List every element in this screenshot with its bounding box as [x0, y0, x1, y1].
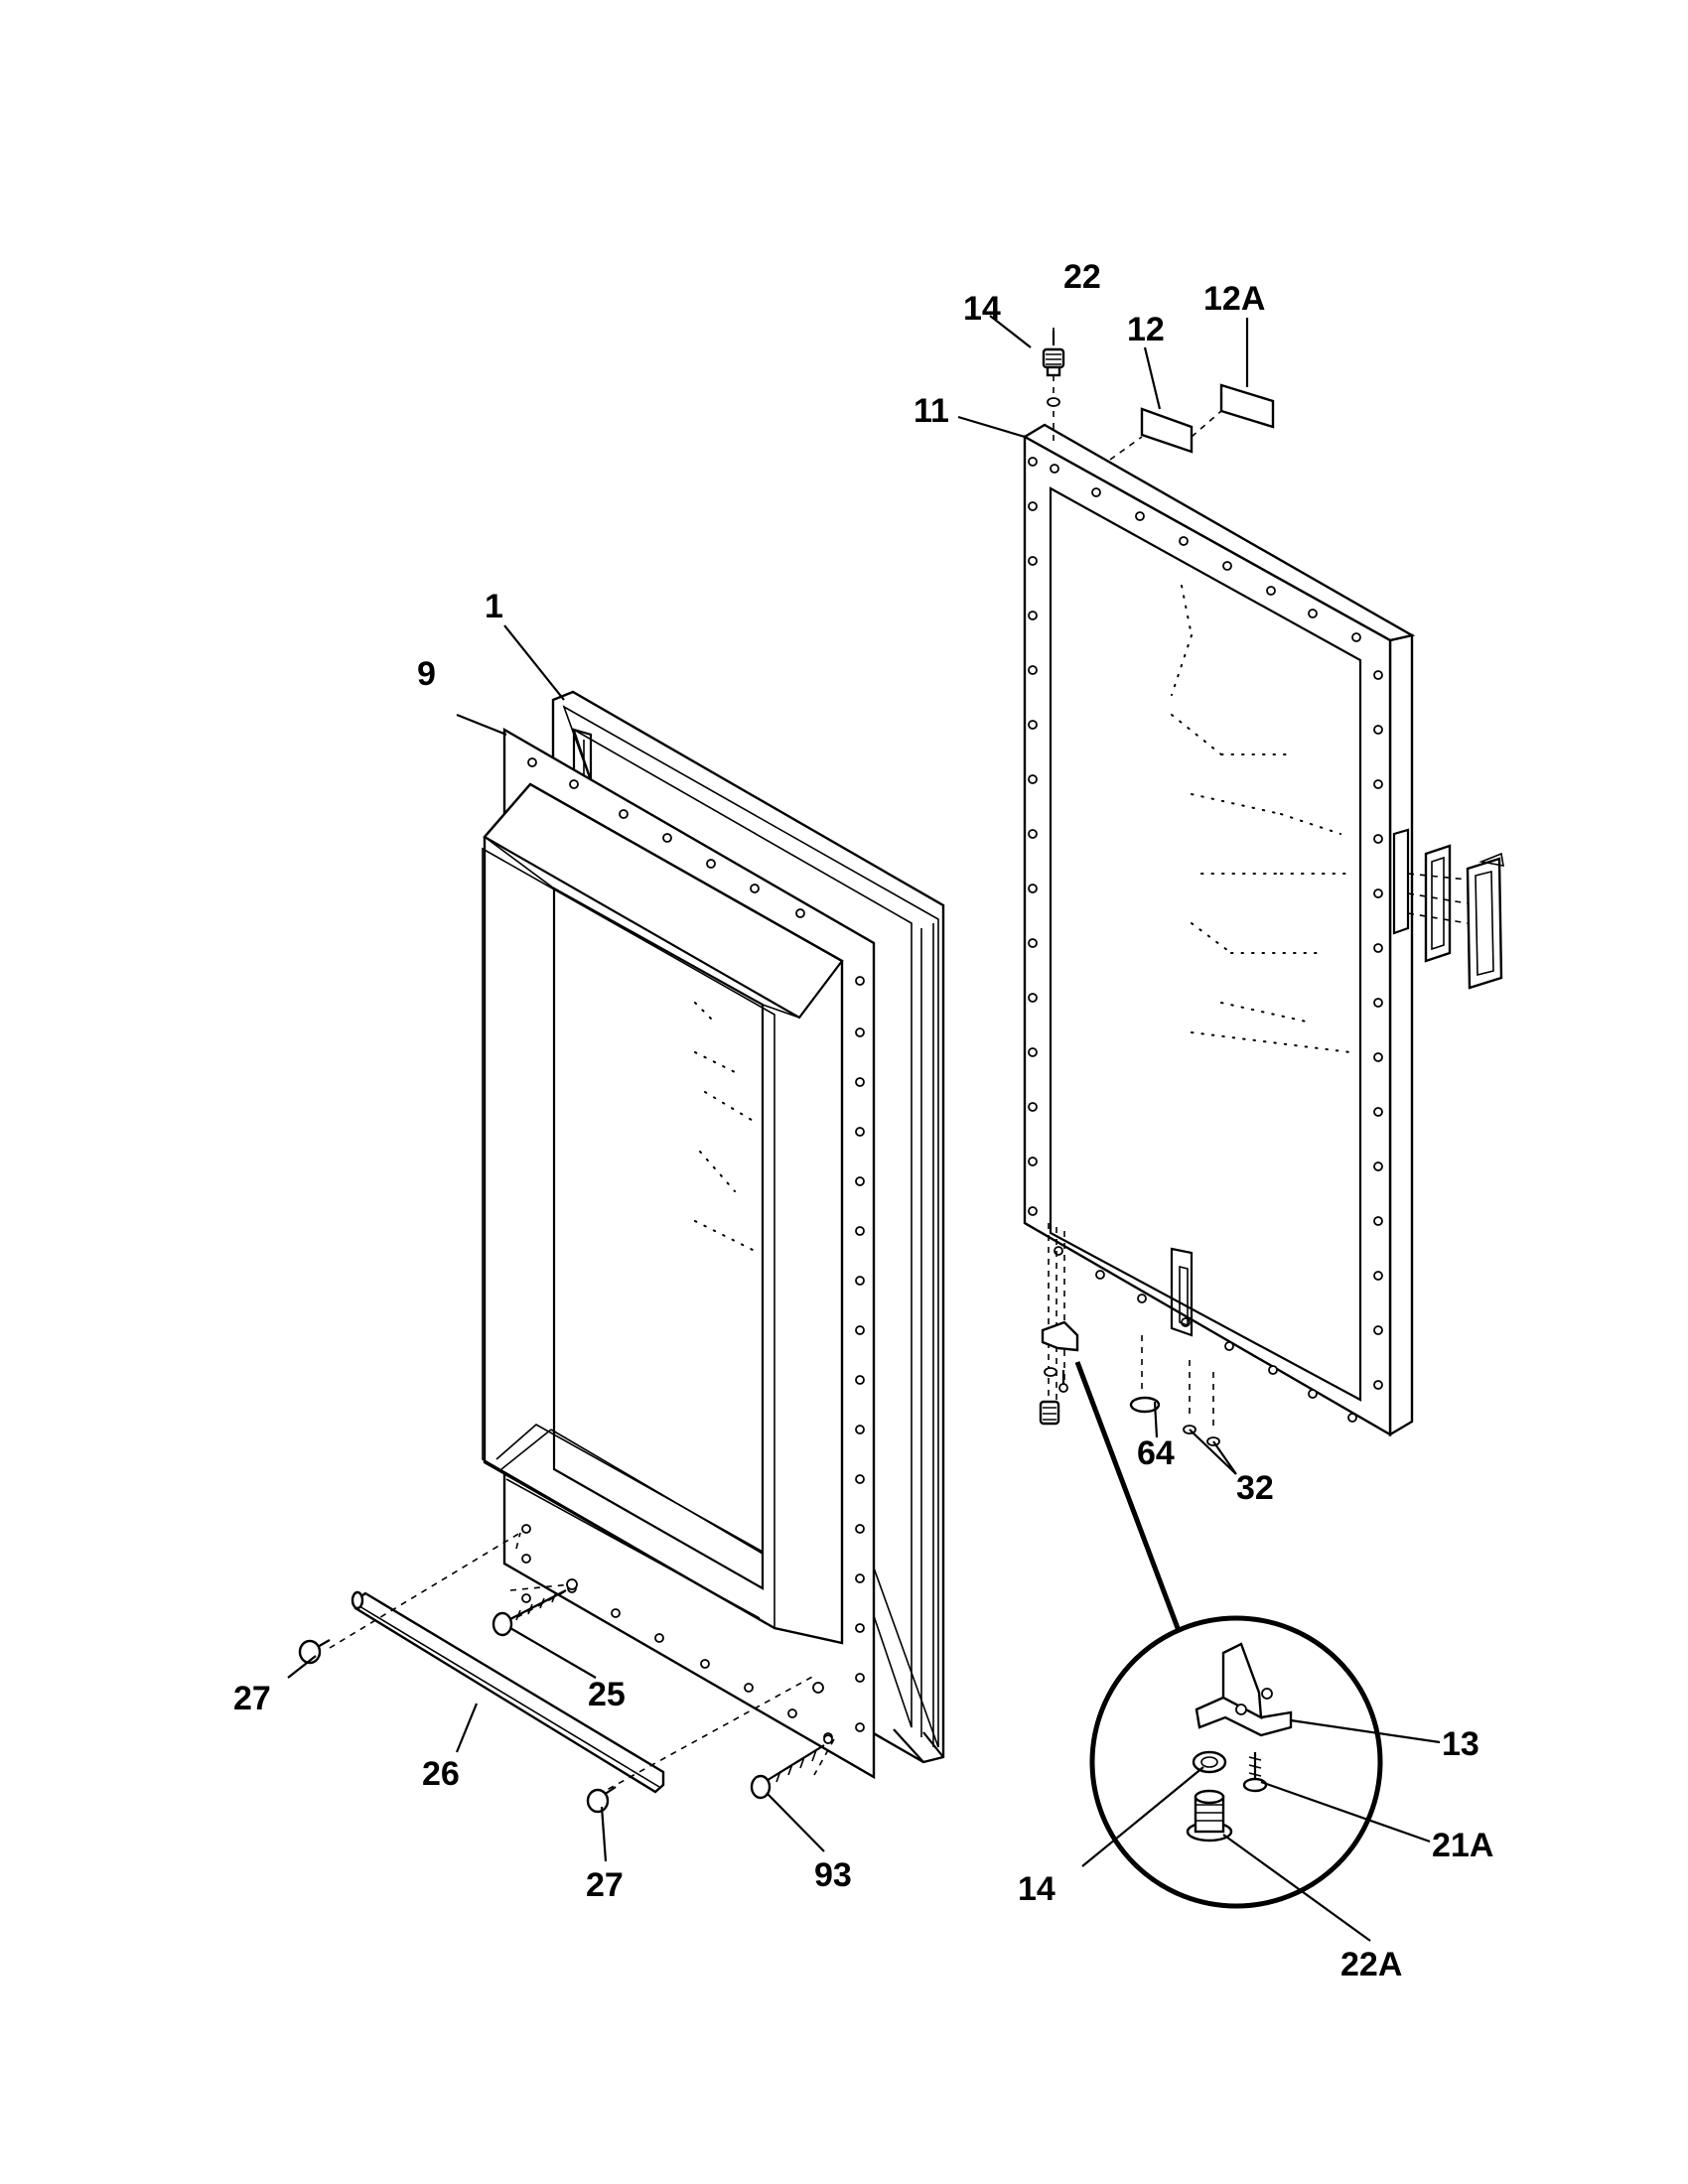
frame-holes [1028, 457, 1383, 1423]
label-13: 13 [1442, 1725, 1479, 1763]
label-9: 9 [417, 655, 436, 693]
detail-callout-line [1074, 1361, 1181, 1629]
label-21a: 21A [1432, 1827, 1493, 1864]
label-12: 12 [1127, 311, 1165, 348]
label-22: 22 [1063, 258, 1101, 296]
top-hinge-parts [1042, 328, 1275, 461]
label-12a: 12A [1203, 280, 1265, 318]
label-32: 32 [1236, 1469, 1274, 1507]
outer-door-panel [1022, 423, 1416, 1437]
label-64: 64 [1137, 1434, 1175, 1472]
label-25: 25 [588, 1676, 626, 1713]
label-26: 26 [422, 1755, 460, 1793]
label-14-top: 14 [963, 290, 1001, 328]
label-27-lower: 27 [586, 1866, 624, 1904]
label-1: 1 [485, 588, 503, 625]
part-labels: 22 14 12 12A 11 1 9 64 32 13 21A 14 22A … [233, 258, 1493, 1983]
leader-lines [287, 315, 1441, 1942]
door-handle [1407, 844, 1504, 990]
label-27-upper: 27 [233, 1680, 271, 1717]
label-14-bottom: 14 [1018, 1870, 1055, 1908]
bottom-hinge-parts [1039, 1223, 1220, 1446]
label-11: 11 [914, 392, 949, 430]
door-liner [482, 727, 876, 1780]
label-93: 93 [814, 1856, 852, 1894]
bottom-trim-bar [351, 1590, 665, 1794]
label-22a: 22A [1340, 1946, 1402, 1983]
detail-magnified-view [1089, 1615, 1383, 1909]
